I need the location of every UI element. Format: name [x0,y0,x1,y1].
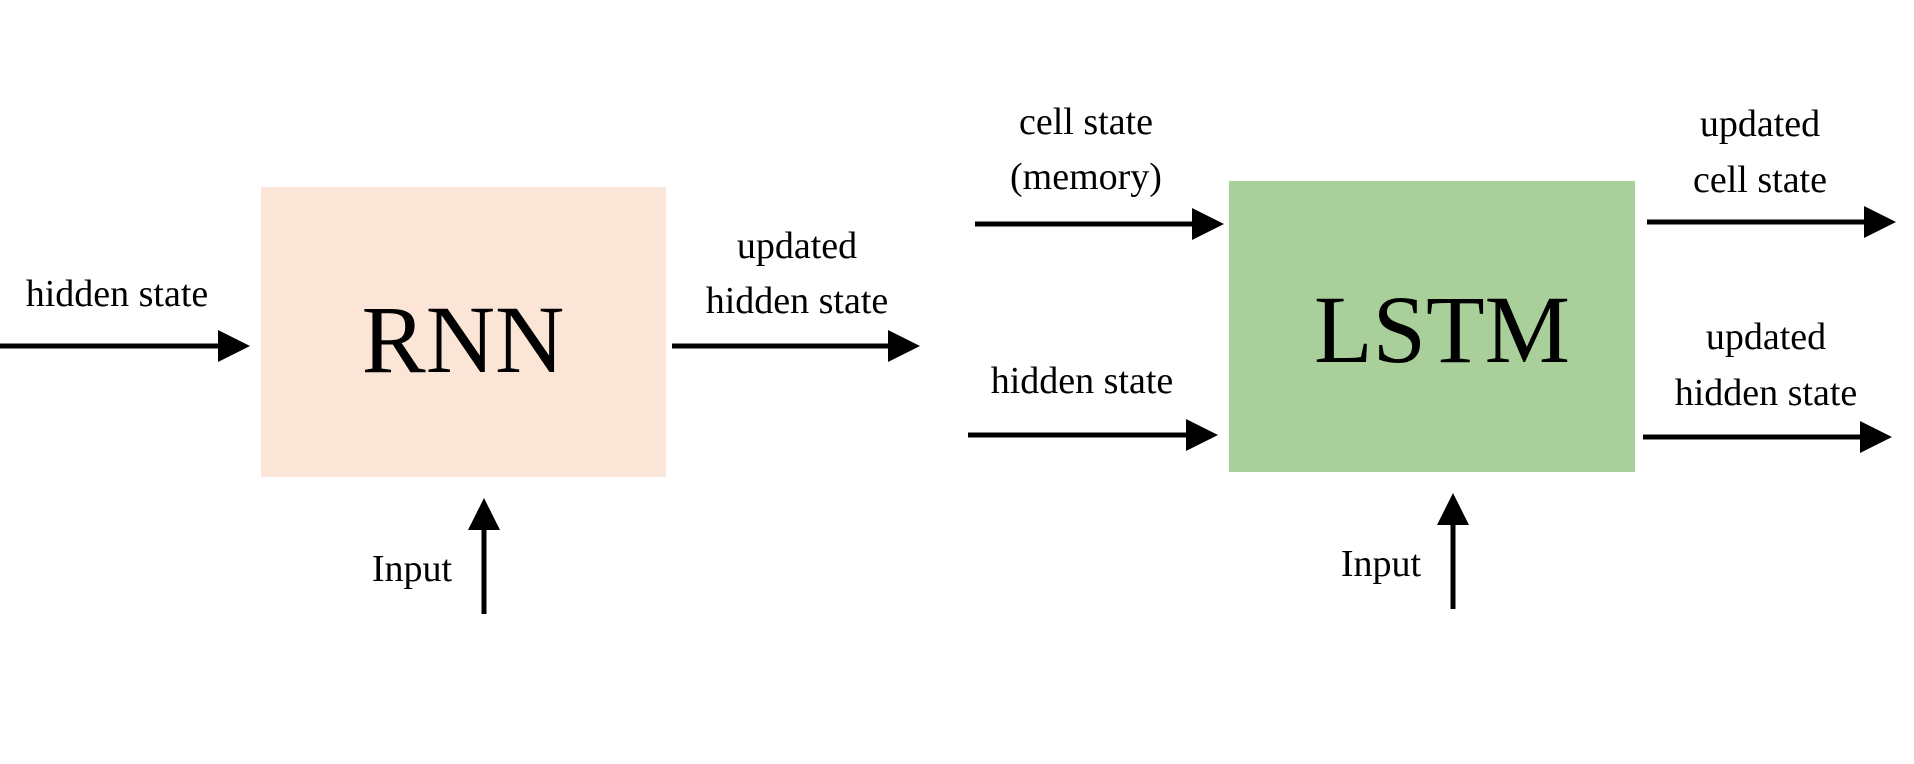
lstm-input-arrow [1437,493,1469,609]
lstm-cell-in-label-line2: (memory) [1010,156,1162,198]
rnn-input-arrow [468,498,500,614]
lstm-hidden-out-arrow [1643,421,1892,453]
lstm-title: LSTM [1314,276,1570,383]
rnn-hidden-in-label: hidden state [26,273,209,315]
rnn-hidden-out-label-line1: updated [737,225,857,267]
rnn-hidden-in-arrow [0,330,250,362]
rnn-hidden-out-arrow [672,330,920,362]
lstm-hidden-out-label-line2: hidden state [1675,372,1858,414]
lstm-hidden-out-label-line1: updated [1706,316,1826,358]
lstm-cell-in-arrow [975,208,1224,240]
lstm-hidden-in-label: hidden state [991,360,1174,402]
lstm-input-label: Input [1341,543,1422,585]
lstm-cell-out-label-line2: cell state [1693,159,1827,201]
rnn-title: RNN [362,286,565,393]
rnn-hidden-out-label-line2: hidden state [706,280,889,322]
lstm-cell-in-label-line1: cell state [1019,101,1153,143]
lstm-cell-out-arrow [1647,206,1896,238]
lstm-box [1229,181,1635,472]
lstm-cell-out-label-line1: updated [1700,103,1820,145]
rnn-input-label: Input [372,548,453,590]
lstm-hidden-in-arrow [968,419,1218,451]
rnn-box [261,187,666,477]
